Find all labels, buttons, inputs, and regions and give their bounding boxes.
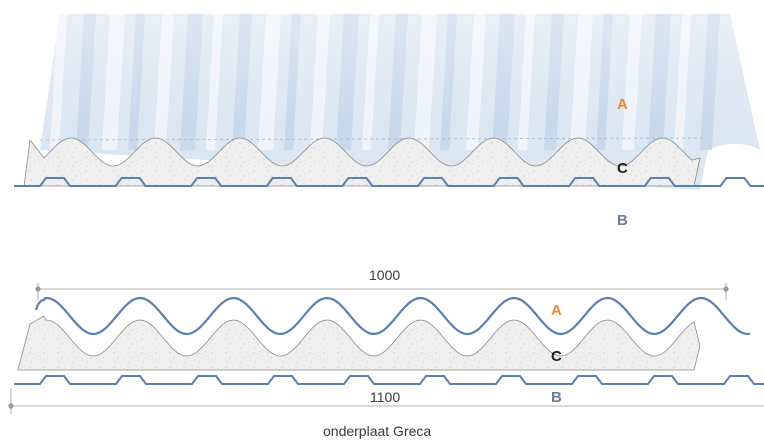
corrugated-sheet-profile (34, 296, 751, 336)
insulation-core-section (17, 315, 701, 371)
label-a-section: A (551, 302, 562, 319)
label-c-section: C (551, 348, 562, 365)
insulation-core-top (23, 137, 701, 187)
steel-profile-top (14, 177, 764, 187)
label-a-top: A (617, 96, 628, 113)
steel-profile-section (14, 375, 764, 385)
dimension-label-1100: 1100 (370, 389, 401, 405)
dimension-label-1000: 1000 (369, 267, 401, 283)
caption: onderplaat Greca (323, 423, 432, 439)
cross-section-view (8, 283, 764, 414)
label-c-top: C (617, 160, 628, 177)
label-b-top: B (617, 212, 628, 229)
top-perspective-view (14, 14, 764, 190)
label-b-section: B (551, 389, 562, 406)
dimension-marker (8, 403, 14, 409)
